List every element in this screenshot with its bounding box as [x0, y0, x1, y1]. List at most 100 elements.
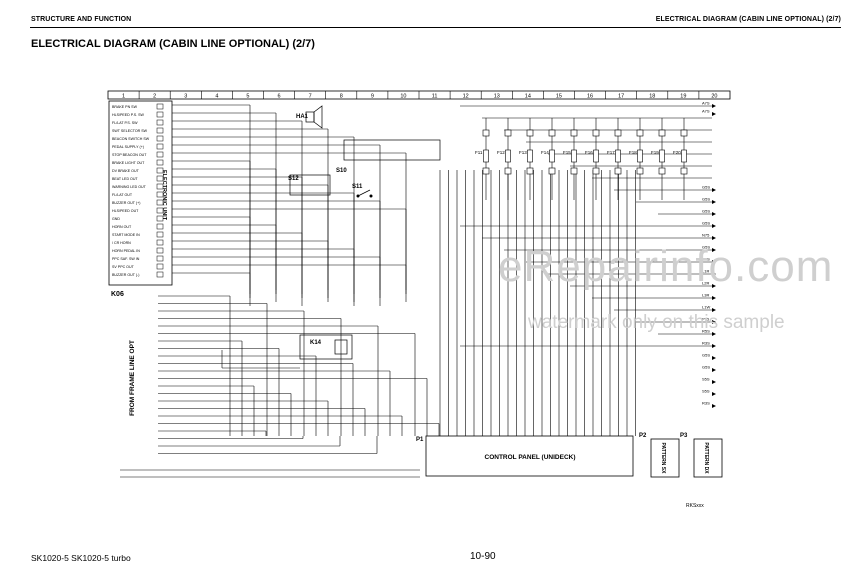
unit-pin-label: FL/LAT P.S. SW — [112, 121, 138, 125]
svg-text:P1: P1 — [416, 437, 424, 443]
electronic-unit-label: ELECTRONIC UNIT — [161, 170, 167, 221]
output-label: N75 — [702, 233, 710, 238]
svg-text:K14: K14 — [310, 340, 322, 346]
fuse-label: F15 — [563, 150, 571, 155]
grid-column-label: 15 — [556, 94, 562, 100]
grid-column-label: 19 — [680, 94, 686, 100]
grid-column-label: 6 — [278, 94, 281, 100]
fuse-label: F14 — [541, 150, 549, 155]
output-label: R5S — [702, 329, 710, 334]
output-terminals: A7SA7SG5SG5SG5SG5SN75G5SH7SL1RL2RL3RL1WP… — [702, 101, 716, 408]
svg-text:CONTROL PANEL (UNIDECK): CONTROL PANEL (UNIDECK) — [485, 454, 576, 461]
output-label: G5S — [702, 185, 710, 190]
fuse-label: F20 — [673, 150, 681, 155]
footer-models: SK1020-5 SK1020-5 turbo — [31, 553, 131, 563]
control-panel: CONTROL PANEL (UNIDECK) P1 P2 P3 — [416, 433, 688, 477]
svg-text:P3: P3 — [680, 433, 688, 439]
grid-column-label: 9 — [371, 94, 374, 100]
pattern-dx: PATTERN DX — [693, 438, 723, 478]
grid-column-label: 4 — [215, 94, 218, 100]
unit-pin-label: SWT SELECTOR SW — [112, 129, 148, 133]
output-label: G5S — [702, 245, 710, 250]
grid-column-label: 5 — [246, 94, 249, 100]
output-label: L3R — [702, 293, 709, 298]
switch-s10: S10 — [336, 139, 441, 174]
connector-k06-label: K06 — [111, 291, 124, 298]
output-label: A7S — [702, 109, 710, 114]
grid-column-label: 17 — [618, 94, 624, 100]
unit-pin-label: BEAT LED OUT — [112, 177, 138, 181]
switch-s11: S11 — [352, 184, 373, 198]
grid-column-label: 14 — [525, 94, 531, 100]
from-frame-label: FROM FRAME LINE OPT — [129, 340, 136, 416]
output-label: L1R — [702, 269, 709, 274]
header-diagram-title: ELECTRICAL DIAGRAM (CABIN LINE OPTIONAL)… — [655, 16, 841, 23]
unit-pin-label: BEACON SWITCH SW — [112, 137, 150, 141]
output-label: S5S — [702, 389, 710, 394]
unit-pin-label: STOP BEACON OUT — [112, 153, 147, 157]
output-label: A7S — [702, 101, 710, 106]
grid-column-label: 20 — [711, 94, 717, 100]
grid-column-label: 8 — [340, 94, 343, 100]
unit-pin-label: HLS/PEED P.S. SW — [112, 113, 144, 117]
drawing-code: RKSxxx — [686, 503, 704, 509]
unit-pin-label: BRAKE PN SW — [112, 105, 138, 109]
electronic-unit-block: BRAKE PN SW HLS/PEED P.S. SW FL/LAT P.S. S… — [108, 100, 173, 286]
unit-pin-label: FL/LAT OUT — [112, 193, 133, 197]
grid-column-label: 10 — [400, 94, 406, 100]
output-label: S5S — [702, 377, 710, 382]
svg-text:PATTERN SX: PATTERN SX — [660, 443, 666, 475]
fuse-label: F13 — [519, 150, 527, 155]
unit-pin-label: PEDAL SUPPLY (+) — [112, 145, 144, 149]
fuse-label: F16 — [585, 150, 593, 155]
unit-pin-label: HORN OUT — [112, 225, 132, 229]
svg-text:PATTERN DX: PATTERN DX — [703, 442, 709, 474]
svg-text:S11: S11 — [352, 184, 363, 190]
svg-text:HA1: HA1 — [296, 114, 309, 120]
output-label: G5S — [702, 209, 710, 214]
switch-s12: S12 — [288, 174, 331, 196]
output-label: P75 — [702, 317, 710, 322]
fuse-label: F17 — [607, 150, 615, 155]
unit-pin-label: DV BRAKE OUT — [112, 169, 140, 173]
output-label: G5S — [702, 221, 710, 226]
grid-column-label: 16 — [587, 94, 593, 100]
unit-pin-label: SV PPC OUT — [112, 265, 135, 269]
output-label: R3S — [702, 401, 710, 406]
pattern-sx: PATTERN SX — [650, 438, 680, 478]
unit-pin-label: PPC SAF. SW IN — [112, 257, 140, 261]
output-label: G5S — [702, 197, 710, 202]
unit-pin-label: WARNING LED OUT — [112, 185, 147, 189]
unit-pin-label: HLS/PEED OUT — [112, 209, 139, 213]
svg-text:S10: S10 — [336, 168, 347, 174]
unit-pin-label: HORN PEDAL IN — [112, 249, 140, 253]
unit-pin-label: BRAKE LIGHT OUT — [112, 161, 145, 165]
grid-column-label: 7 — [309, 94, 312, 100]
output-label: G5S — [702, 353, 710, 358]
grid-column-label: 2 — [153, 94, 156, 100]
output-label: L1W — [702, 305, 710, 310]
unit-pin-label: BUZZER OUT (+) — [112, 201, 140, 205]
grid-column-label: 11 — [432, 94, 438, 100]
header-rule — [30, 27, 841, 28]
unit-pin-label: GND — [112, 217, 120, 221]
page-title: ELECTRICAL DIAGRAM (CABIN LINE OPTIONAL)… — [31, 38, 315, 50]
output-label: H7S — [702, 257, 710, 262]
watermark-main: eRepairinfo.com — [498, 242, 834, 291]
grid-column-label: 12 — [463, 94, 469, 100]
output-label: R3S — [702, 341, 710, 346]
grid-column-label: 13 — [494, 94, 500, 100]
horn-ha1: HA1 — [296, 105, 323, 129]
footer-page-number: 10-90 — [470, 551, 496, 562]
fuse-label: F18 — [629, 150, 637, 155]
grid-column-label: 3 — [184, 94, 187, 100]
grid-column-label: 18 — [649, 94, 655, 100]
relay-k14: K14 — [299, 334, 353, 360]
fuse-label: F19 — [651, 150, 659, 155]
header-section-title: STRUCTURE AND FUNCTION — [31, 16, 132, 23]
svg-text:P2: P2 — [639, 433, 647, 439]
grid-column-label: 1 — [122, 94, 125, 100]
